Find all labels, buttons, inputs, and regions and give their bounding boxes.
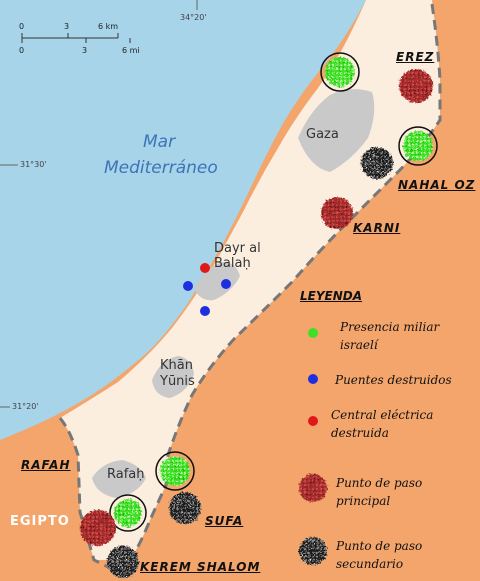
mediterranean-sea [0,0,366,440]
marker-sufa-secondary [169,492,201,524]
rafah-urban-area [92,460,146,498]
country-label-egypt: EGIPTO [10,514,70,529]
khan-yunis-urban-area [152,356,194,398]
bridge-dot-1 [183,281,193,291]
crossing-label-kerem-shalom: KEREM SHALOM [140,560,261,574]
coord-left-lower: 31°20' [12,402,39,411]
scale-mi-3: 3 [82,46,88,55]
scale-mi-0: 0 [19,46,25,55]
legend-secondary-crossing-line2: secundario [336,557,404,571]
scale-bar [21,33,131,43]
legend-symbol-main-crossing [299,474,327,502]
crossing-label-sufa: SUFA [205,514,244,528]
legend-symbol-power [308,416,318,426]
legend-title: LEYENDA [300,289,363,303]
legend-secondary-crossing-line1: Punto de paso [336,539,423,553]
legend-presence-line2: israelí [340,338,378,352]
gaza-urban-area [298,89,375,172]
israel-gaza-border [128,3,442,561]
marker-rafah-main [80,510,116,546]
scale-km-6: 6 km [98,22,119,31]
city-label-khan-yunis-1: Khān [160,358,193,373]
bridge-dot-3 [200,306,210,316]
legend-presence-line1: Presencia miliar [340,320,440,334]
city-label-khan-yunis-2: Yūnis [160,374,195,389]
scale-km-0: 0 [19,22,25,31]
crossing-label-nahal-oz: NAHAL OZ [398,178,476,192]
egypt-gaza-border [58,417,131,580]
coord-top: 34°20' [180,13,207,22]
crossing-label-rafah: RAFAH [21,458,71,472]
city-label-rafah: Rafaḥ [107,467,145,482]
legend-power-line2: destruida [331,426,389,440]
legend-bridge: Puentes destruidos [335,373,452,387]
city-label-dayr-al-balah-1: Dayr al [214,241,261,256]
legend-symbol-bridge [308,374,318,384]
marker-rafah-presence-west [109,494,147,532]
marker-erez-main [399,69,433,103]
marker-karni-main [321,197,353,229]
legend-main-crossing-line1: Punto de paso [336,476,423,490]
city-label-dayr-al-balah-2: Balaḥ [214,256,251,271]
marker-nahal-oz-secondary [361,147,393,179]
power-plant-dot [200,263,210,273]
legend-symbol-secondary-crossing [299,537,327,565]
crossing-label-erez: EREZ [396,50,435,64]
sea-label-line1: Mar [143,132,176,152]
city-label-gaza: Gaza [306,127,339,142]
marker-rafah-presence-east [155,451,195,491]
legend-symbol-presence [308,328,318,338]
marker-erez-presence [320,52,360,92]
crossing-label-karni: KARNI [353,221,401,235]
dayr-al-balah-urban-area [194,262,240,301]
bridge-dot-2 [221,279,231,289]
sea-label-line2: Mediterráneo [104,158,218,178]
legend-power-line1: Central eléctrica [331,408,434,422]
coord-left-upper: 31°30' [20,160,47,169]
scale-mi-6: 6 mi [122,46,140,55]
marker-nahal-oz-presence [398,126,438,166]
scale-km-3: 3 [64,22,70,31]
marker-kerem-shalom-secondary [107,546,139,578]
legend-main-crossing-line2: principal [336,494,391,508]
